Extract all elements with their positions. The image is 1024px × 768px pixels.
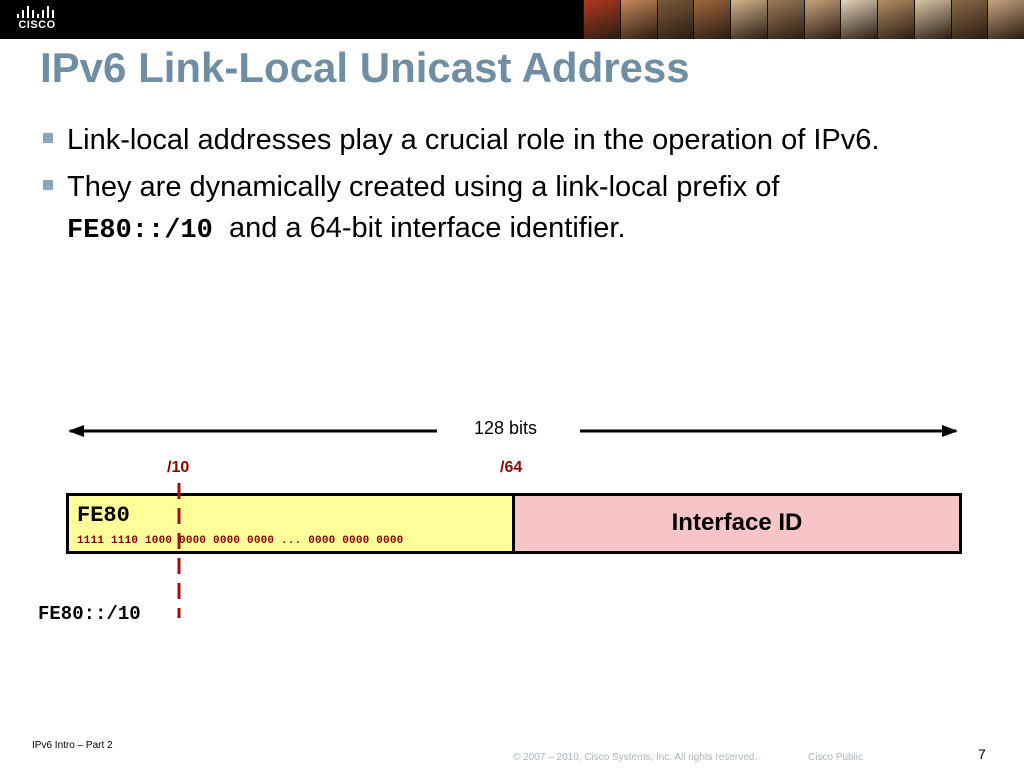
header-photo [619,0,657,39]
prefix-field [66,493,512,554]
header-photo [913,0,951,39]
prefix-note: FE80::/10 [38,603,141,625]
bullet-item: They are dynamically created using a lin… [40,167,1000,252]
header-photo [583,0,620,39]
interface-id-label: Interface ID [671,509,803,536]
boundary-slash: / [500,459,505,476]
cisco-bars-icon [17,6,57,18]
bullet-text: Link-local addresses play a crucial role… [67,124,880,156]
header-photo-strip [583,0,1024,39]
prefix-binary: 1111 1110 1000 0000 0000 0000 ... 0000 0… [77,535,404,547]
header-photo [840,0,877,39]
total-bits-label: 128 bits [474,418,538,438]
header-photo [987,0,1024,39]
cisco-logo: CISCO [13,6,61,34]
boundary-value: 64 [504,459,523,476]
header-photo [803,0,841,39]
slide-title: IPv6 Link-Local Unicast Address [40,44,690,91]
boundary-marker: /64 [500,459,522,477]
header-bar: CISCO [0,0,1024,39]
bullet-text-continued: and a 64-bit interface identifier. [228,212,626,244]
interface-id-field [512,493,962,554]
course-label: IPv6 Intro – Part 2 [32,740,113,751]
header-photo [656,0,694,39]
header-photo [766,0,804,39]
square-bullet-icon [43,133,53,143]
header-photo [950,0,988,39]
prefix-hex: FE80 [77,503,130,528]
copyright-text: © 2007 – 2010, Cisco Systems, Inc. All r… [513,752,758,763]
header-photo [730,0,767,39]
prefix-code: FE80::/10 [67,216,213,246]
bullet-text: They are dynamically created using a lin… [67,171,780,203]
prefix-length-slash: / [167,459,172,476]
header-photo [693,0,730,39]
bullet-item: Link-local addresses play a crucial role… [40,120,1000,161]
bullet-list: Link-local addresses play a crucial role… [40,120,1000,258]
square-bullet-icon [43,180,53,190]
header-photo [877,0,914,39]
logo-wordmark: CISCO [18,19,56,31]
classification-label: Cisco Public [808,752,864,763]
prefix-length-value: 10 [171,459,190,476]
page-number: 7 [978,746,986,762]
prefix-length-marker: /10 [167,459,189,477]
